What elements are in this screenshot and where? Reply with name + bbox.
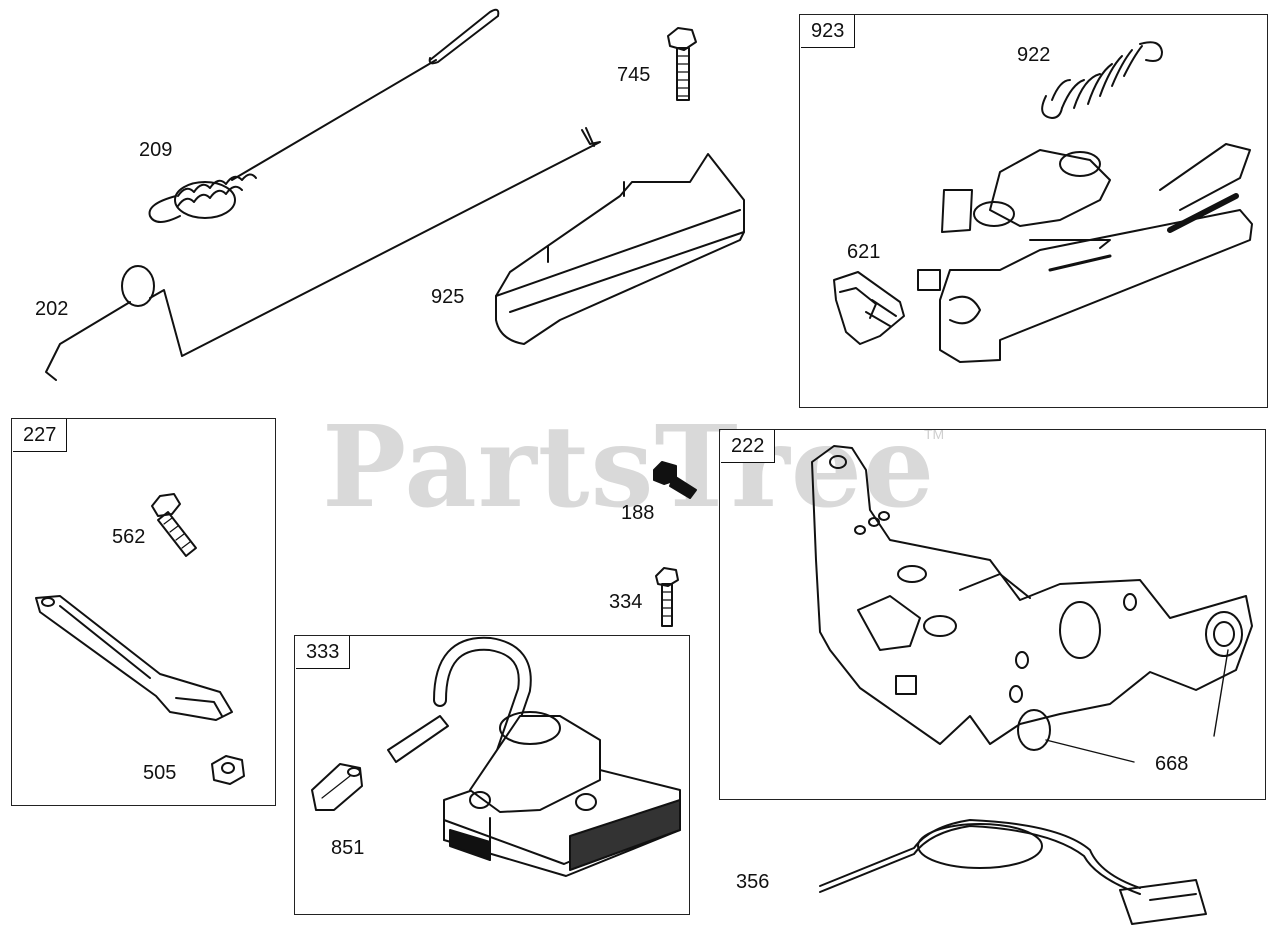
- part-333-armature-drawing: [387, 636, 681, 877]
- group-333-frame: [294, 635, 690, 915]
- part-222-bracket-drawing: [811, 445, 1253, 763]
- part-label-668[interactable]: 668: [1155, 753, 1189, 775]
- part-745-bolt-drawing: [667, 27, 697, 101]
- part-851-terminal-drawing: [311, 763, 363, 811]
- part-562-bolt-drawing: [151, 493, 197, 557]
- trademark-mark: TM: [924, 426, 945, 442]
- part-925-cover-drawing: [495, 153, 745, 345]
- group-label-227[interactable]: 227: [13, 419, 68, 452]
- part-label-505[interactable]: 505: [143, 762, 177, 784]
- part-label-621[interactable]: 621: [847, 241, 881, 263]
- part-label-356[interactable]: 356: [736, 871, 770, 893]
- part-227-lever-drawing: [35, 595, 233, 721]
- group-label-333[interactable]: 333: [296, 636, 351, 669]
- part-923-control-plate-drawing: [917, 143, 1253, 363]
- part-label-209[interactable]: 209: [139, 139, 173, 161]
- part-356-wire-drawing: [819, 819, 1207, 925]
- part-188-screw-drawing: [653, 461, 697, 499]
- part-334-screw-drawing: [655, 567, 679, 627]
- group-222-frame: [719, 429, 1266, 800]
- part-label-745[interactable]: 745: [617, 64, 651, 86]
- part-label-188[interactable]: 188: [621, 502, 655, 524]
- part-label-922[interactable]: 922: [1017, 44, 1051, 66]
- part-label-202[interactable]: 202: [35, 298, 69, 320]
- part-505-nut-drawing: [211, 755, 245, 785]
- part-922-spring-drawing: [1041, 41, 1163, 119]
- part-202-link-drawing: [45, 127, 601, 381]
- part-209-spring-drawing: [148, 8, 500, 223]
- part-label-562[interactable]: 562: [112, 526, 146, 548]
- part-label-851[interactable]: 851: [331, 837, 365, 859]
- group-923-frame: [799, 14, 1268, 408]
- part-621-clip-drawing: [833, 271, 905, 345]
- part-label-334[interactable]: 334: [609, 591, 643, 613]
- group-227-frame: [11, 418, 276, 806]
- part-label-925[interactable]: 925: [431, 286, 465, 308]
- group-label-222[interactable]: 222: [721, 430, 776, 463]
- group-label-923[interactable]: 923: [801, 15, 856, 48]
